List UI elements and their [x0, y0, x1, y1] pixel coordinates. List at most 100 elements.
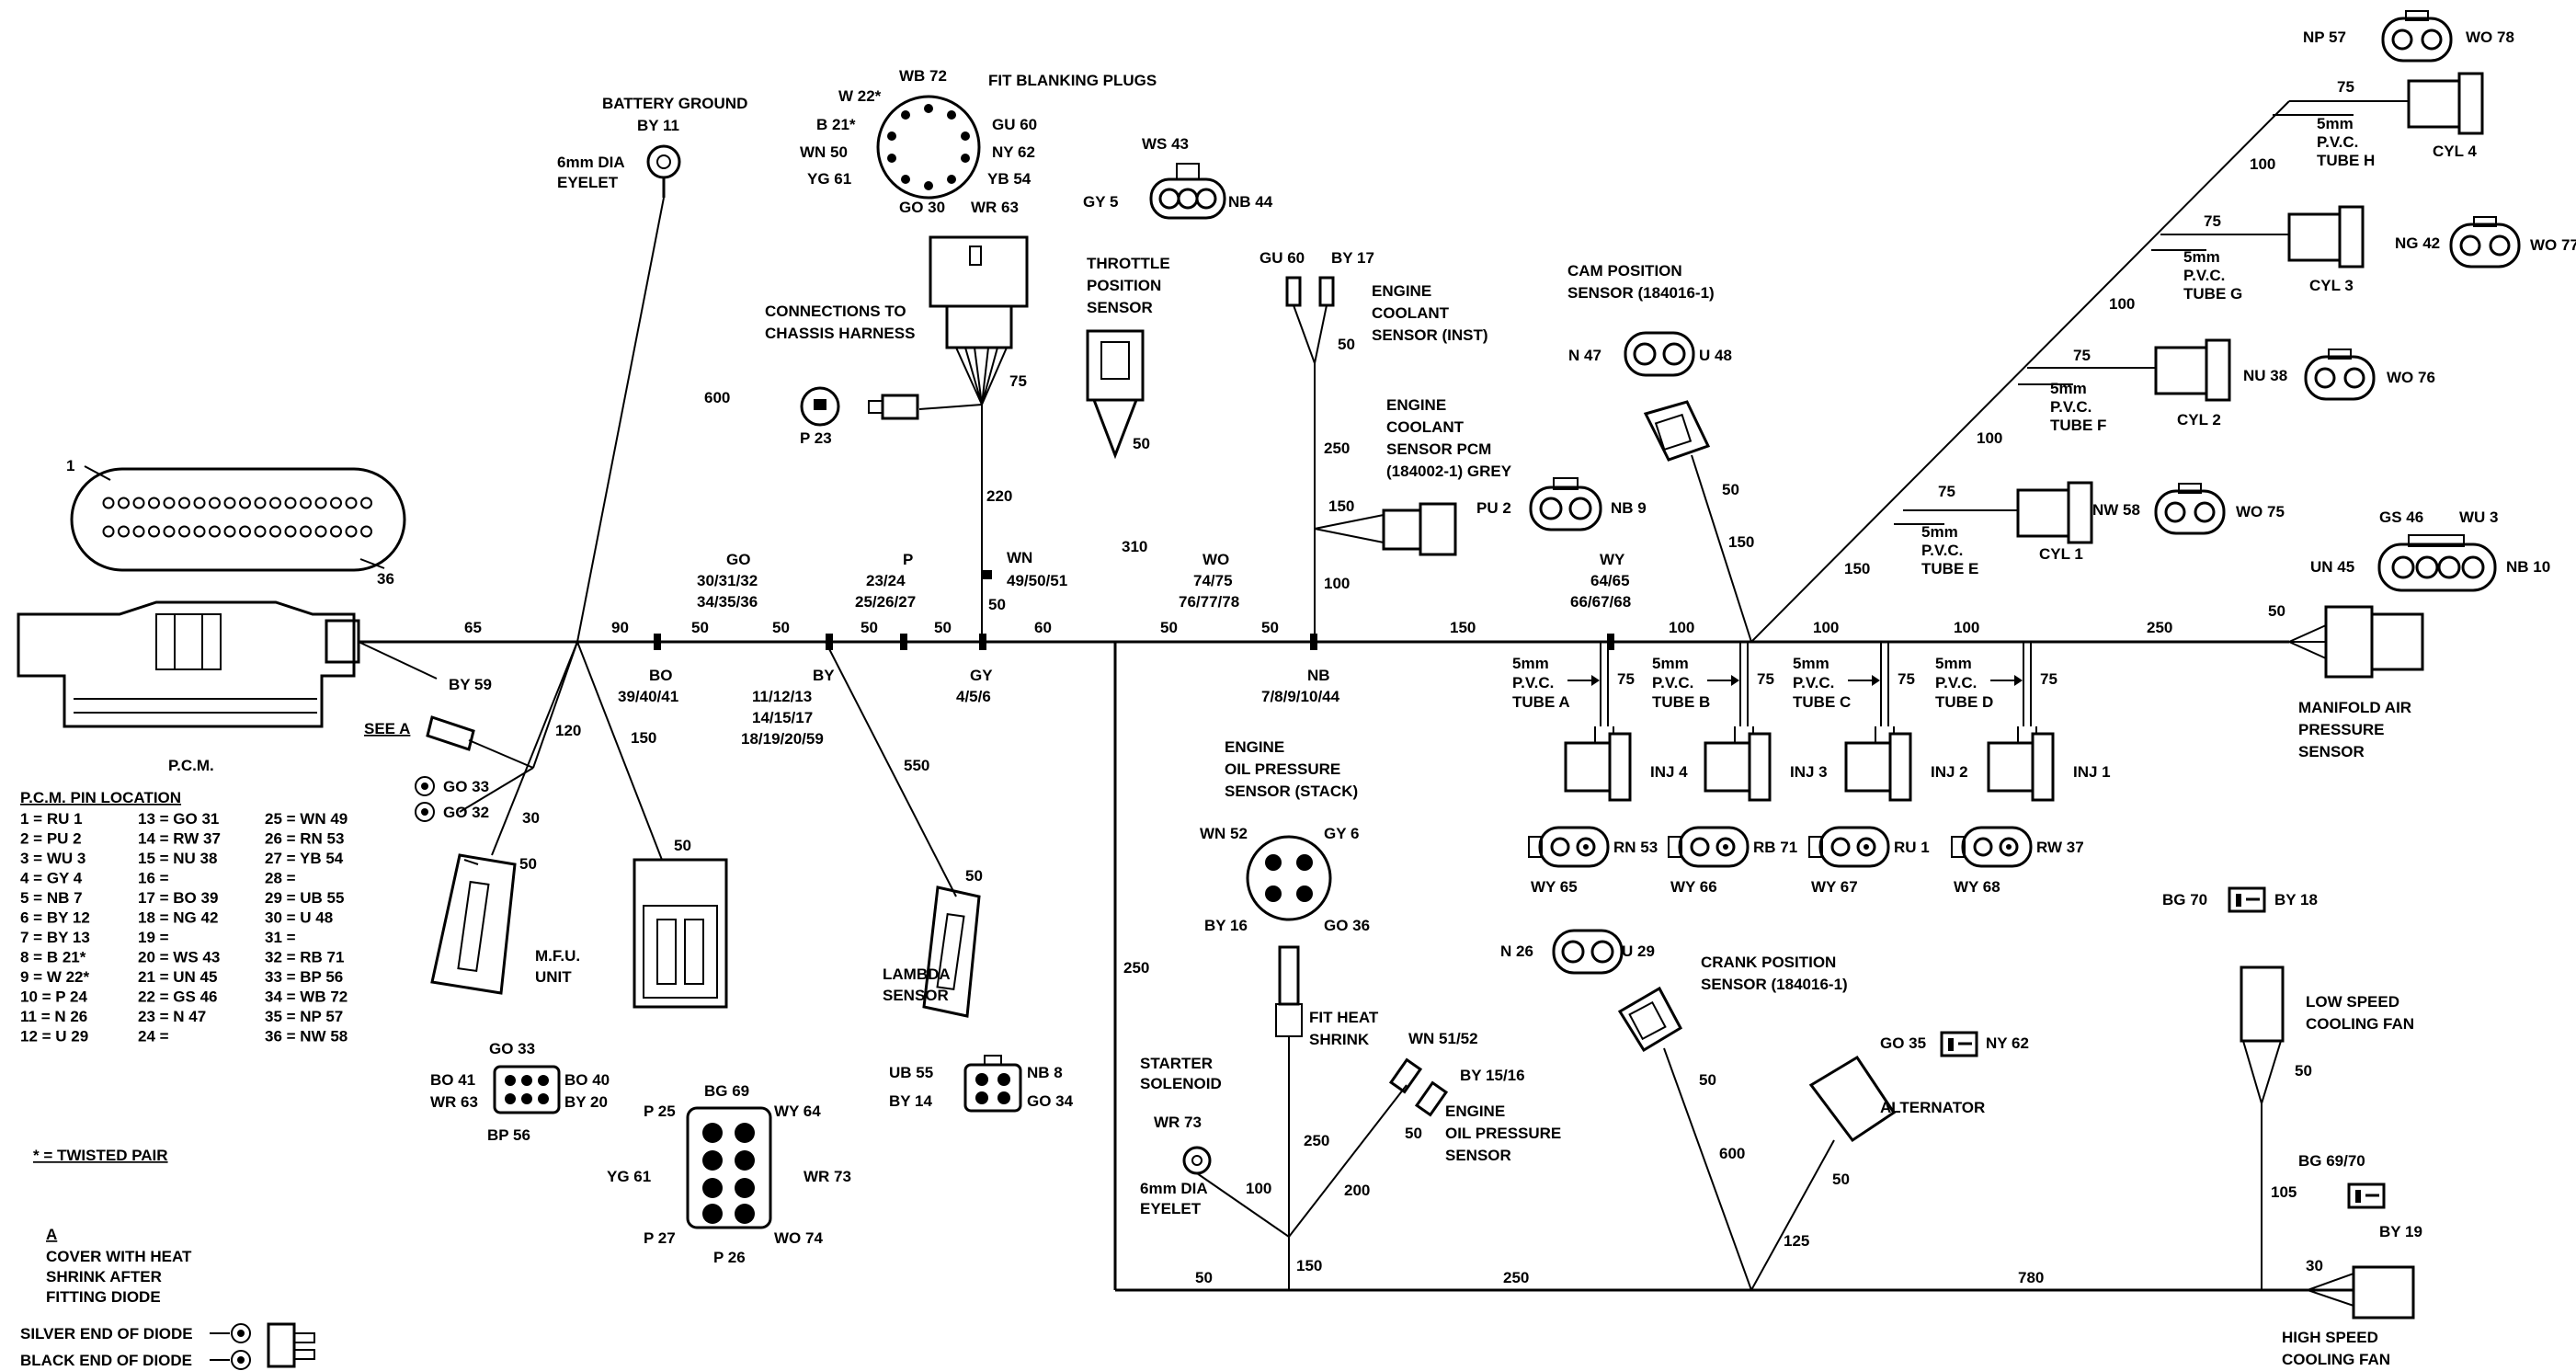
- tube-h: TUBE H: [2317, 152, 2375, 169]
- len-50: 50: [1722, 481, 1739, 498]
- alternator-label: ALTERNATOR: [1880, 1099, 1985, 1116]
- len-310: 310: [1122, 538, 1147, 555]
- wn5152-label: WN 51/52: [1408, 1030, 1478, 1047]
- nb8-label: NB 8: [1027, 1064, 1063, 1081]
- injector-face-tab: [1528, 836, 1543, 858]
- len-50: 50: [2268, 602, 2285, 620]
- by14-label: BY 14: [889, 1092, 932, 1110]
- tube-arrow-head: [1872, 675, 1880, 686]
- len-150: 150: [1844, 560, 1870, 577]
- coolant-pcm-label: SENSOR PCM: [1386, 440, 1491, 458]
- len-120: 120: [555, 722, 581, 739]
- p23-label: P 23: [800, 429, 832, 447]
- len-250: 250: [1304, 1132, 1329, 1149]
- injector-tube-label: 5mm: [1652, 655, 1689, 672]
- gs46-label: GS 46: [2379, 508, 2423, 526]
- np57-label: NP 57: [2303, 29, 2346, 46]
- low-fan-label: COOLING FAN: [2306, 1015, 2414, 1033]
- map-label: PRESSURE: [2298, 721, 2385, 738]
- len-150: 150: [631, 729, 656, 747]
- pcm-pin: [360, 525, 372, 538]
- injector-tube-label: P.V.C.: [1652, 674, 1693, 691]
- coolant-sensor-pcm: ENGINE COOLANT SENSOR PCM (184002-1) GRE…: [1314, 396, 1647, 556]
- len-550: 550: [904, 757, 929, 774]
- len-150: 150: [1328, 497, 1354, 515]
- coolant-inst-label: ENGINE: [1372, 282, 1431, 300]
- mfu-bo40: BO 40: [564, 1071, 610, 1089]
- go35-label: GO 35: [1880, 1034, 1926, 1052]
- ub55-label: UB 55: [889, 1064, 933, 1081]
- injector-face-pin: [2006, 844, 2012, 850]
- pin-table-entry: 23 = N 47: [138, 1008, 206, 1025]
- len-100: 100: [2250, 155, 2275, 173]
- splice-nb: NB: [1307, 667, 1330, 684]
- gy5-label: GY 5: [1083, 193, 1118, 211]
- pin-table-entry: 24 =: [138, 1028, 169, 1045]
- cyl1: 5mm P.V.C. TUBE E CYL 1 NW 58 WO 75: [1921, 481, 2285, 577]
- pcm-pin: [209, 525, 221, 538]
- pin-table-title: P.C.M. PIN LOCATION: [20, 789, 181, 806]
- pcm-pin: [163, 525, 176, 538]
- battery-ground-title: BATTERY GROUND: [602, 95, 747, 112]
- note-a-line: SHRINK AFTER: [46, 1268, 162, 1285]
- nu38-label: NU 38: [2243, 367, 2287, 384]
- pin-table-entry: 17 = BO 39: [138, 889, 218, 907]
- tube-e: P.V.C.: [1921, 542, 1963, 559]
- injector-cap: [2031, 732, 2055, 802]
- splice-wy-bot: 66/67/68: [1570, 593, 1631, 611]
- len-100: 100: [1954, 619, 1979, 636]
- lambda-label: LAMBDA: [883, 965, 951, 983]
- pin-gu60: GU 60: [992, 116, 1037, 133]
- injector-label: INJ 4: [1650, 763, 1688, 781]
- n26-label: N 26: [1500, 943, 1533, 960]
- pin-table-entry: 4 = GY 4: [20, 870, 83, 887]
- splice-nb-bot: 7/8/9/10/44: [1261, 688, 1340, 705]
- pin-table-entry: 5 = NB 7: [20, 889, 83, 907]
- pin-wy64: WY 64: [774, 1103, 821, 1120]
- throttle-sensor: THROTTLE POSITION SENSOR 50 310: [1086, 255, 1170, 555]
- pin-table-entry: 21 = UN 45: [138, 968, 217, 986]
- tube-f: P.V.C.: [2050, 398, 2092, 416]
- cylinder-branches: 100 100 100 150 75 75 75 75: [1750, 78, 2409, 643]
- injector-wire-label: WY 66: [1670, 878, 1717, 896]
- injector-pin-label: RW 37: [2036, 839, 2084, 856]
- injector-cap: [1748, 732, 1772, 802]
- len-30: 30: [522, 809, 540, 827]
- splice-wo: WO: [1203, 551, 1229, 568]
- cooling-fans: BG 70 BY 18 LOW SPEED COOLING FAN 50 105…: [2162, 886, 2422, 1368]
- pin-table-entry: 27 = YB 54: [265, 850, 344, 867]
- pin-table-entry: 8 = B 21*: [20, 949, 86, 966]
- go32-label: GO 32: [443, 804, 489, 821]
- pcm-pin: [132, 497, 145, 509]
- len-90: 90: [611, 619, 629, 636]
- tube-e: 5mm: [1921, 523, 1958, 541]
- mfu-bp56: BP 56: [487, 1126, 530, 1144]
- len-50: 50: [1405, 1125, 1422, 1142]
- pcm-connector-face: 1 36: [66, 457, 406, 588]
- pcm-pin: [239, 525, 251, 538]
- injector-len: 75: [1898, 670, 1915, 688]
- oil-stack-label: OIL PRESSURE: [1225, 760, 1340, 778]
- ng42-label: NG 42: [2395, 234, 2440, 252]
- injector-tube-label: P.V.C.: [1793, 674, 1834, 691]
- len-780: 780: [2018, 1269, 2044, 1286]
- len-150: 150: [1296, 1257, 1322, 1274]
- injector-wire-label: WY 65: [1531, 878, 1578, 896]
- len-100: 100: [1324, 575, 1350, 592]
- tube-g: P.V.C.: [2183, 267, 2225, 284]
- wr73-label: WR 73: [1154, 1114, 1202, 1131]
- injector-face: [1961, 826, 2033, 868]
- len-100: 100: [1246, 1180, 1271, 1197]
- crank-sensor: N 26 U 29 CRANK POSITION SENSOR (184016-…: [1500, 929, 1848, 1291]
- note-a-line: FITTING DIODE: [46, 1288, 161, 1306]
- eyelet-label: EYELET: [557, 174, 619, 191]
- pcm-pin: [314, 497, 327, 509]
- heat-shrink-label: FIT HEAT: [1309, 1009, 1379, 1026]
- len-50: 50: [1160, 619, 1178, 636]
- len-220: 220: [986, 487, 1012, 505]
- pin-table-entry: 9 = W 22*: [20, 968, 90, 986]
- starter-area: FIT HEAT SHRINK STARTER SOLENOID WR 73 6…: [1123, 945, 1561, 1290]
- wo77-label: WO 77: [2530, 236, 2576, 254]
- pin-table-entry: 30 = U 48: [265, 909, 333, 927]
